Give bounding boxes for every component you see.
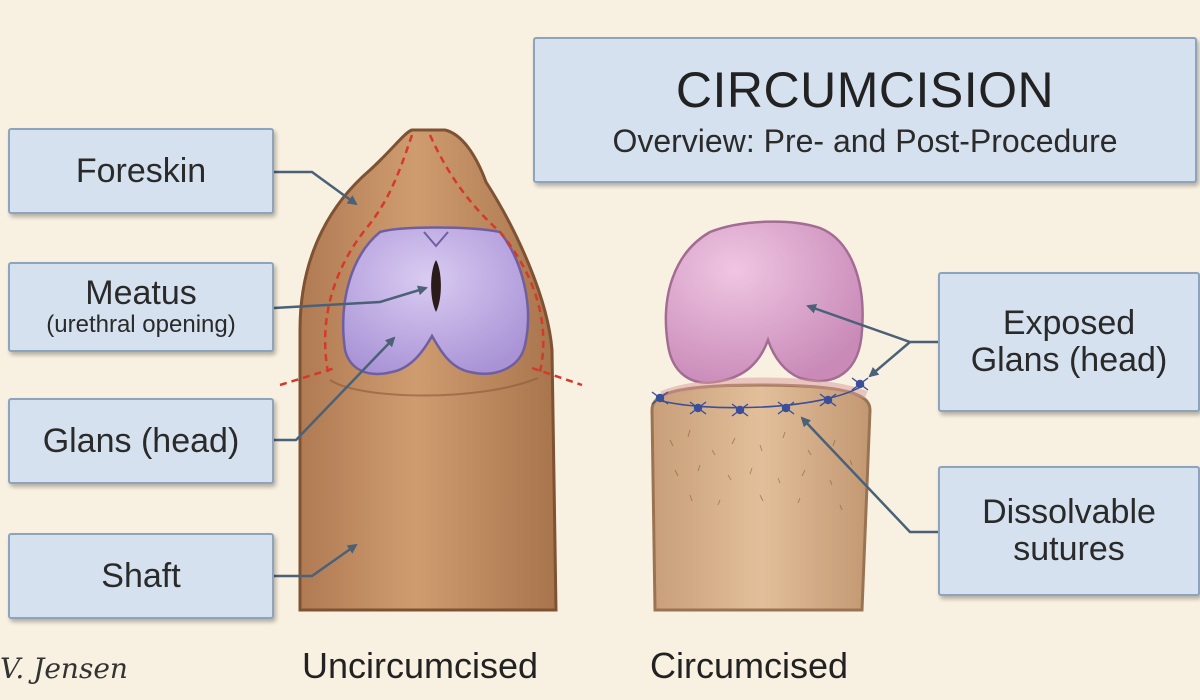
arrow-shaft xyxy=(274,543,358,578)
suture-line xyxy=(657,384,865,409)
uncircumcised-figure xyxy=(279,128,583,612)
label-exposed-glans: Exposed Glans (head) xyxy=(938,272,1200,412)
label-shaft-text: Shaft xyxy=(101,556,181,595)
cut-line-base-left xyxy=(279,366,336,387)
cut-line-base-right xyxy=(531,366,583,387)
caption-uncircumcised: Uncircumcised xyxy=(302,645,539,686)
circumcised-figure xyxy=(650,220,872,612)
label-shaft: Shaft xyxy=(8,533,274,619)
arrow-exposed-glans-2 xyxy=(868,341,911,378)
glans-crest xyxy=(423,231,449,248)
label-sutures-line1: Dissolvable xyxy=(982,493,1156,532)
label-exposed-glans-line2: Glans (head) xyxy=(970,341,1168,379)
label-sutures: Dissolvable sutures xyxy=(938,466,1200,596)
label-meatus-subtext: (urethral opening) xyxy=(46,311,236,339)
label-meatus: Meatus (urethral opening) xyxy=(8,262,274,352)
arrow-foreskin xyxy=(274,170,358,206)
circumcised-corona xyxy=(660,377,868,399)
callout-arrows xyxy=(273,170,938,578)
label-foreskin: Foreskin xyxy=(8,128,274,214)
subtitle: Overview: Pre- and Post-Procedure xyxy=(612,122,1118,159)
uncircumcised-shaft xyxy=(298,128,558,612)
label-meatus-text: Meatus xyxy=(85,274,197,313)
title: CIRCUMCISION xyxy=(675,61,1055,118)
label-glans-text: Glans (head) xyxy=(42,421,240,460)
suture-ticks xyxy=(651,377,869,417)
caption-circumcised: Circumcised xyxy=(650,645,849,686)
circumcised-glans xyxy=(664,220,864,384)
label-glans: Glans (head) xyxy=(8,398,274,484)
arrow-sutures xyxy=(800,416,938,534)
title-box: CIRCUMCISION Overview: Pre- and Post-Pro… xyxy=(533,37,1197,183)
suture-knots xyxy=(651,377,869,417)
label-foreskin-text: Foreskin xyxy=(75,151,207,190)
label-exposed-glans-line1: Exposed xyxy=(1002,304,1136,343)
artist-signature: V. Jensen xyxy=(0,652,128,685)
arrow-meatus xyxy=(273,285,428,310)
hair-stubble xyxy=(669,429,853,511)
arrow-glans xyxy=(274,336,396,442)
label-sutures-line2: sutures xyxy=(1013,530,1125,568)
foreskin-rim xyxy=(329,377,539,397)
meatus-slit xyxy=(431,260,441,312)
cut-line-right xyxy=(428,134,545,373)
